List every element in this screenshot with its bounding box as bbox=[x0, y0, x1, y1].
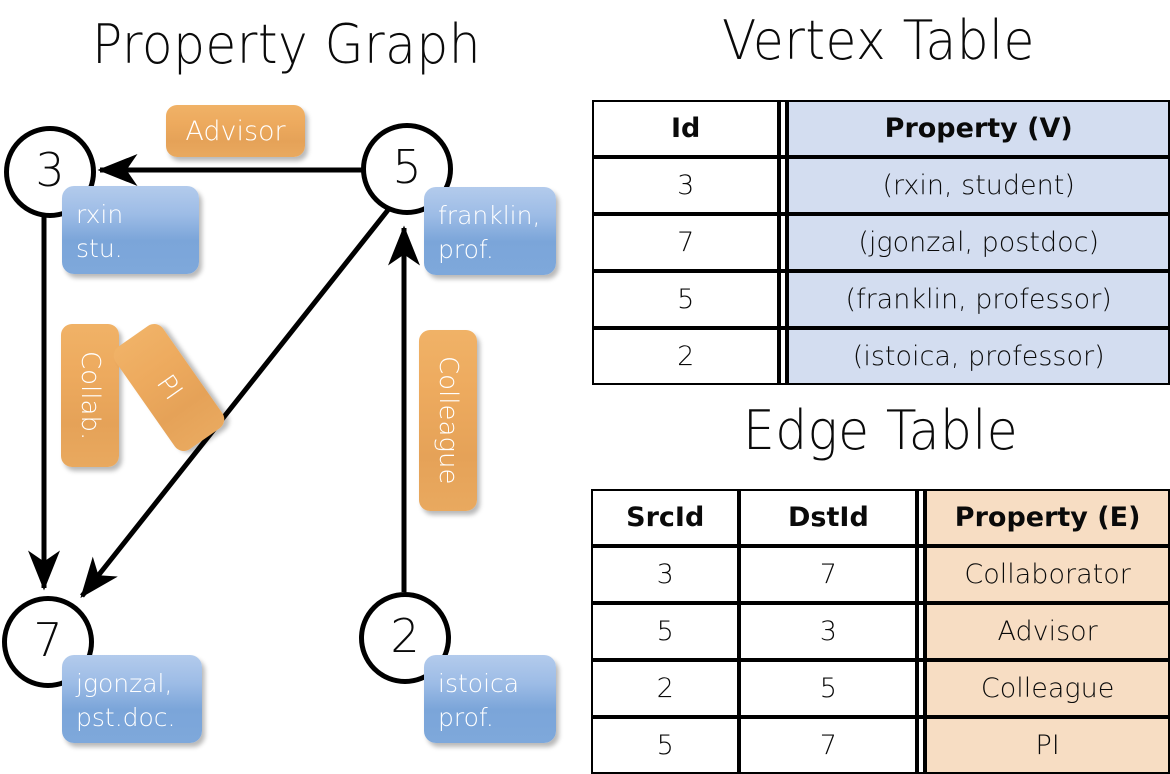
table-header-row: SrcId DstId Property (E) bbox=[591, 489, 1170, 546]
graph-node-5-label: 5 bbox=[392, 140, 422, 194]
table-row: 3 7 Collaborator bbox=[591, 546, 1170, 603]
edge-cell-srcid: 5 bbox=[591, 603, 740, 660]
graph-node-2[interactable]: 2 bbox=[359, 592, 451, 684]
node-property-box-jgonzal: jgonzal, pst.doc. bbox=[62, 655, 202, 743]
vertex-cell-property: (rxin, student) bbox=[787, 157, 1170, 214]
node-property-box-rxin: rxin stu. bbox=[62, 186, 199, 274]
edge-label-collab-text: Collab. bbox=[75, 350, 105, 441]
vertex-cell-id: 5 bbox=[592, 271, 780, 328]
column-separator bbox=[917, 717, 926, 774]
edge-cell-srcid: 5 bbox=[591, 717, 740, 774]
table-row: 5 3 Advisor bbox=[591, 603, 1170, 660]
edge-header-dstid: DstId bbox=[739, 489, 918, 546]
node-property-line-2: prof. bbox=[438, 702, 494, 732]
column-separator bbox=[917, 489, 926, 546]
node-property-line-2: prof. bbox=[438, 234, 494, 264]
edge-cell-dstid: 7 bbox=[739, 717, 918, 774]
graph-node-3-label: 3 bbox=[35, 143, 65, 197]
column-separator bbox=[779, 100, 788, 157]
column-separator bbox=[917, 603, 926, 660]
table-header-row: Id Property (V) bbox=[592, 100, 1170, 157]
edge-label-colleague: Colleague bbox=[419, 330, 477, 511]
page-title-edge-table: Edge Table bbox=[743, 399, 1019, 462]
property-graph-diagram: 3 5 7 2 rxin stu. franklin, prof. jgonza… bbox=[0, 0, 585, 760]
table-row: 7 (jgonzal, postdoc) bbox=[592, 214, 1170, 271]
node-property-box-franklin: franklin, prof. bbox=[424, 187, 556, 275]
vertex-header-property: Property (V) bbox=[787, 100, 1170, 157]
table-row: 5 (franklin, professor) bbox=[592, 271, 1170, 328]
edge-cell-srcid: 2 bbox=[591, 660, 740, 717]
edge-table: SrcId DstId Property (E) 3 7 Collaborato… bbox=[591, 489, 1170, 774]
edge-5-to-7 bbox=[80, 208, 390, 598]
edge-label-pi-text: PI bbox=[150, 369, 188, 406]
edge-header-property: Property (E) bbox=[925, 489, 1170, 546]
column-separator bbox=[917, 660, 926, 717]
vertex-cell-id: 2 bbox=[592, 328, 780, 385]
table-row: 2 5 Colleague bbox=[591, 660, 1170, 717]
edge-cell-property: Collaborator bbox=[925, 546, 1170, 603]
edge-cell-srcid: 3 bbox=[591, 546, 740, 603]
edge-cell-dstid: 5 bbox=[739, 660, 918, 717]
edge-header-srcid: SrcId bbox=[591, 489, 740, 546]
edge-label-advisor: Advisor bbox=[166, 105, 305, 157]
vertex-cell-id: 3 bbox=[592, 157, 780, 214]
graph-node-7-label: 7 bbox=[33, 613, 63, 667]
page-title-vertex-table: Vertex Table bbox=[722, 9, 1035, 72]
edge-label-advisor-text: Advisor bbox=[185, 115, 286, 147]
page-title-property-graph: Property Graph bbox=[92, 13, 482, 76]
vertex-cell-id: 7 bbox=[592, 214, 780, 271]
edge-cell-dstid: 3 bbox=[739, 603, 918, 660]
table-row: 5 7 PI bbox=[591, 717, 1170, 774]
vertex-header-id: Id bbox=[592, 100, 780, 157]
node-property-line-2: pst.doc. bbox=[76, 702, 176, 732]
node-property-line-1: rxin bbox=[76, 200, 124, 229]
vertex-cell-property: (istoica, professor) bbox=[787, 328, 1170, 385]
graph-edges-svg bbox=[28, 154, 420, 598]
graph-node-5[interactable]: 5 bbox=[361, 123, 453, 215]
edge-cell-dstid: 7 bbox=[739, 546, 918, 603]
node-property-line-1: jgonzal, bbox=[76, 669, 173, 698]
node-property-line-2: stu. bbox=[76, 233, 123, 263]
node-property-line-1: franklin, bbox=[438, 201, 541, 230]
edge-label-collab: Collab. bbox=[61, 324, 119, 467]
vertex-cell-property: (franklin, professor) bbox=[787, 271, 1170, 328]
column-separator bbox=[917, 546, 926, 603]
node-property-box-istoica: istoica prof. bbox=[424, 655, 556, 743]
edge-label-colleague-text: Colleague bbox=[433, 356, 463, 485]
column-separator bbox=[779, 271, 788, 328]
column-separator bbox=[779, 157, 788, 214]
table-row: 2 (istoica, professor) bbox=[592, 328, 1170, 385]
column-separator bbox=[779, 328, 788, 385]
graph-node-2-label: 2 bbox=[390, 609, 420, 663]
vertex-cell-property: (jgonzal, postdoc) bbox=[787, 214, 1170, 271]
column-separator bbox=[779, 214, 788, 271]
vertex-table: Id Property (V) 3 (rxin, student) 7 (jgo… bbox=[592, 100, 1170, 385]
node-property-line-1: istoica bbox=[438, 669, 520, 698]
edge-cell-property: PI bbox=[925, 717, 1170, 774]
table-row: 3 (rxin, student) bbox=[592, 157, 1170, 214]
edge-cell-property: Advisor bbox=[925, 603, 1170, 660]
edge-cell-property: Colleague bbox=[925, 660, 1170, 717]
